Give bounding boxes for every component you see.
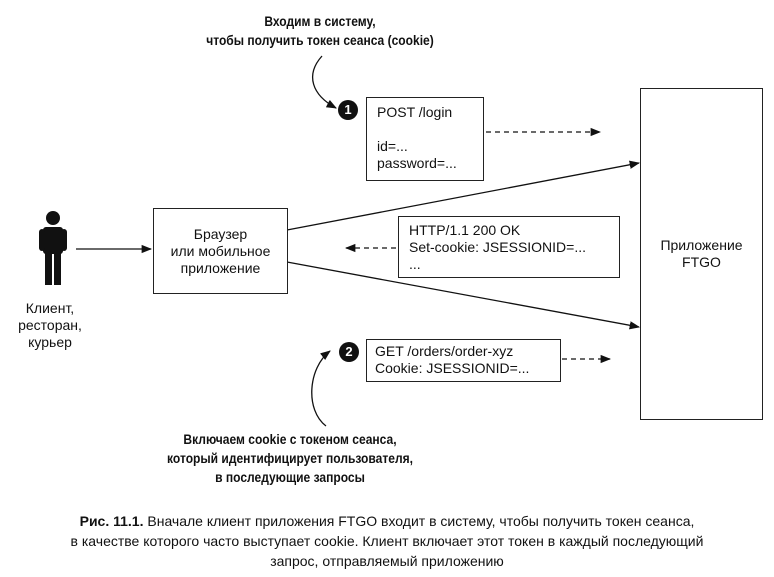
person-icon <box>37 210 69 290</box>
step1-line1: POST /login <box>377 104 453 120</box>
bottom-note-line3: в последующие запросы <box>215 469 365 485</box>
browser-label-line3: приложение <box>180 259 261 276</box>
step2-line2: Cookie: JSESSIONID=... <box>375 360 530 376</box>
caption-line3: запрос, отправляемый приложению <box>270 553 504 569</box>
top-note: Входим в систему, чтобы получить токен с… <box>191 12 449 50</box>
response-line3: ... <box>409 256 421 272</box>
step2-badge: 2 <box>339 342 359 362</box>
client-label-line3: курьер <box>28 334 72 350</box>
browser-to-app-upper-arrow <box>286 160 641 231</box>
top-note-curved-arrow <box>312 55 337 109</box>
step1-line2: id=... <box>377 138 408 154</box>
top-note-line2: чтобы получить токен сеанса (cookie) <box>206 32 434 48</box>
step2-number: 2 <box>345 344 353 359</box>
caption-line1-text: Вначале клиент приложения FTGO входит в … <box>143 513 695 529</box>
response-line1: HTTP/1.1 200 OK <box>409 222 521 238</box>
client-label-line2: ресторан, <box>18 317 82 333</box>
step1-number: 1 <box>344 102 352 117</box>
browser-box: Браузер или мобильное приложение <box>153 208 288 294</box>
bottom-note-curved-arrow <box>311 350 331 427</box>
ftgo-app-box: Приложение FTGO <box>640 88 763 420</box>
client-label-line1: Клиент, <box>25 300 75 316</box>
step2-message-box: GET /orders/order-xyz Cookie: JSESSIONID… <box>366 339 561 382</box>
app-label-line2: FTGO <box>682 254 721 270</box>
step2-line1: GET /orders/order-xyz <box>375 343 514 359</box>
figure-caption: Рис. 11.1. Вначале клиент приложения FTG… <box>0 511 774 571</box>
client-label: Клиент, ресторан, курьер <box>0 300 100 351</box>
response-line2: Set-cookie: JSESSIONID=... <box>409 239 587 255</box>
step1-badge: 1 <box>338 100 358 120</box>
browser-label-line2: или мобильное <box>170 242 271 259</box>
bottom-note-line1: Включаем cookie с токеном сеанса, <box>183 431 397 447</box>
top-note-line1: Входим в систему, <box>264 13 376 29</box>
caption-line2: в качестве которого часто выступает cook… <box>70 533 704 549</box>
app-label-line1: Приложение <box>660 237 743 253</box>
caption-prefix: Рис. 11.1. <box>79 513 144 529</box>
browser-to-app-lower-arrow <box>286 261 641 330</box>
browser-label-line1: Браузер <box>193 225 248 242</box>
caption-line1: Рис. 11.1. Вначале клиент приложения FTG… <box>0 511 774 531</box>
step1-line3: password=... <box>377 155 457 171</box>
step1-message-box: POST /login id=... password=... <box>366 97 484 181</box>
response-message-box: HTTP/1.1 200 OK Set-cookie: JSESSIONID=.… <box>398 216 620 278</box>
bottom-note: Включаем cookie с токеном сеанса, которы… <box>161 430 419 487</box>
bottom-note-line2: который идентифицирует пользователя, <box>167 450 413 466</box>
